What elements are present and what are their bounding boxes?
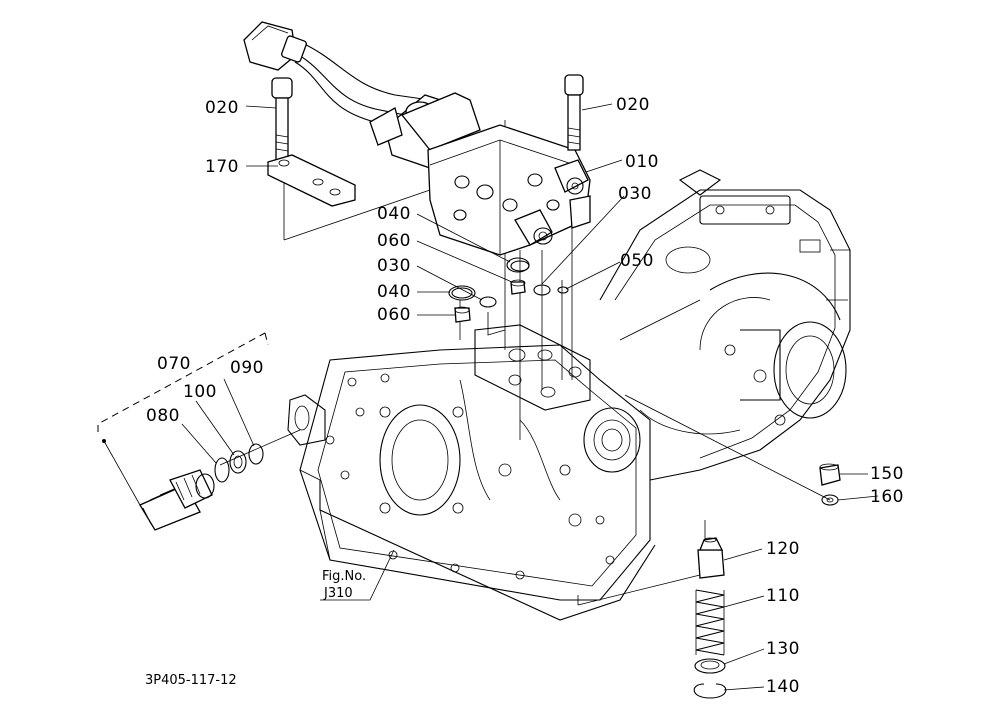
callout-label: 040 — [377, 282, 411, 302]
seals-group — [448, 257, 569, 323]
control-valve-assembly — [243, 21, 591, 256]
o-ring-030-upper — [533, 284, 551, 296]
callout-label: 050 — [620, 251, 654, 271]
hydraulic-base-block — [287, 324, 656, 621]
transmission-housing — [599, 169, 851, 481]
washer-130 — [694, 658, 726, 674]
callout-label: 030 — [377, 256, 411, 276]
callout-label: 060 — [377, 231, 411, 251]
bolt-020-left — [271, 77, 293, 161]
callout-label: 140 — [766, 677, 800, 697]
drawing-number: 3P405-117-12 — [145, 673, 237, 688]
ring-090 — [248, 443, 264, 465]
callout-bracket-070 — [97, 332, 269, 432]
leader-lines — [181, 103, 879, 691]
callout-label: 170 — [205, 157, 239, 177]
plug-150 — [819, 463, 841, 486]
callout-labels: 020 170 020 010 030 040 060 030 050 040 … — [146, 95, 904, 697]
snap-ring-140 — [693, 683, 727, 699]
bracket-plate-170 — [267, 154, 356, 207]
callout-label: 100 — [183, 382, 217, 402]
relief-valve-080 — [102, 439, 215, 531]
figure-reference: Fig.No. J310 — [322, 569, 366, 601]
callout-label: 120 — [766, 539, 800, 559]
callout-label: 110 — [766, 586, 800, 606]
valve-poppet-120 — [697, 537, 725, 579]
ring-100 — [229, 450, 247, 474]
o-ring-040-lower — [448, 285, 476, 301]
callout-label: 060 — [377, 305, 411, 325]
callout-label: 080 — [146, 406, 180, 426]
bolt-020-right — [564, 74, 584, 151]
callout-label: 090 — [230, 358, 264, 378]
fig-reference-line2: J310 — [323, 586, 353, 601]
callout-label: 010 — [625, 152, 659, 172]
ring-080 — [214, 457, 230, 483]
plug-060-upper — [510, 281, 526, 295]
callout-label: 020 — [616, 95, 650, 115]
o-ring-030-lower — [479, 296, 497, 308]
callout-label: 040 — [377, 204, 411, 224]
plug-060-lower — [454, 307, 471, 323]
callout-label: 070 — [157, 354, 191, 374]
spring-110 — [695, 589, 725, 656]
callout-label: 130 — [766, 639, 800, 659]
callout-label: 020 — [205, 98, 239, 118]
callout-label: 150 — [870, 464, 904, 484]
fig-reference-line1: Fig.No. — [322, 569, 366, 584]
o-ring-050 — [557, 286, 569, 294]
callout-label: 160 — [870, 487, 904, 507]
callout-label: 030 — [618, 184, 652, 204]
